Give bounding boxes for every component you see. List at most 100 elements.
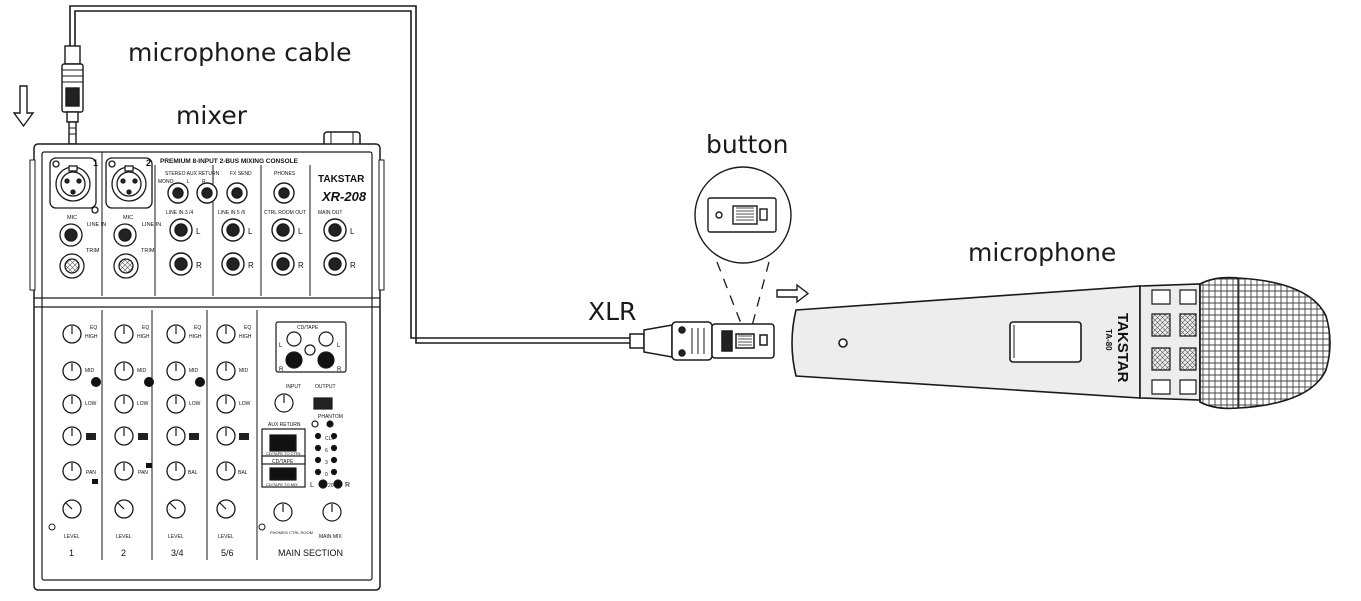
svg-text:MID: MID	[189, 368, 199, 374]
svg-text:MONO: MONO	[158, 179, 174, 185]
svg-text:FX: FX	[241, 434, 247, 439]
svg-text:TA-80: TA-80	[1104, 329, 1113, 351]
svg-text:LINE IN 3 /4: LINE IN 3 /4	[166, 210, 193, 216]
microphone	[791, 276, 1331, 410]
svg-text:MAIN SECTION: MAIN SECTION	[278, 548, 343, 558]
svg-text:R: R	[350, 261, 356, 270]
mixer-label: mixer	[176, 101, 247, 130]
svg-text:R: R	[345, 482, 350, 489]
svg-text:FX: FX	[88, 434, 94, 439]
svg-text:LEVEL: LEVEL	[168, 534, 184, 540]
svg-text:MIC: MIC	[123, 215, 133, 221]
svg-text:FX: FX	[191, 434, 197, 439]
microphone-label: microphone	[968, 238, 1117, 267]
svg-text:5/6: 5/6	[221, 548, 234, 558]
svg-text:EQ: EQ	[90, 325, 97, 331]
svg-text:PHANTOM: PHANTOM	[318, 414, 343, 420]
main-section-labels: CD/TAPE L L R R INPUT OUTPUT PHANTOM AUX…	[266, 325, 350, 540]
svg-text:PAN: PAN	[138, 470, 148, 476]
svg-text:R: R	[196, 261, 202, 270]
svg-text:CD/TAPE TO CTRL: CD/TAPE TO CTRL	[266, 451, 302, 456]
jack-plug	[61, 45, 84, 154]
main-section	[261, 321, 347, 522]
svg-text:L: L	[279, 343, 283, 349]
insert-arrow-icon	[12, 85, 35, 128]
svg-text:MAIN MIX: MAIN MIX	[319, 534, 342, 540]
svg-text:MID: MID	[85, 368, 95, 374]
svg-text:LINE IN: LINE IN	[142, 222, 161, 228]
svg-text:PAN: PAN	[86, 470, 96, 476]
svg-text:2: 2	[121, 548, 126, 558]
svg-text:MID: MID	[239, 368, 249, 374]
level-leds	[48, 523, 266, 531]
svg-text:CTRL ROOM OUT: CTRL ROOM OUT	[264, 210, 306, 216]
strip-dots	[91, 377, 205, 484]
strip-labels: EQ HIGH MID LOW PAN LEVEL EQ HIGH MID LO…	[64, 325, 252, 540]
svg-text:PREMIUM 8-INPUT 2-BUS MIXING: PREMIUM 8-INPUT 2-BUS MIXING CONSOLE	[160, 158, 299, 165]
svg-text:R: R	[202, 179, 206, 185]
svg-text:20: 20	[328, 483, 334, 489]
svg-text:L: L	[350, 227, 355, 236]
svg-text:L: L	[187, 179, 190, 185]
svg-text:PHONES/ CTRL ROOM: PHONES/ CTRL ROOM	[270, 530, 313, 535]
svg-text:XR-208: XR-208	[321, 189, 367, 204]
svg-text:LINE IN 5 /6: LINE IN 5 /6	[218, 210, 245, 216]
ch12-labels: MIC MIC LINE IN LINE IN TRIM TRIM	[67, 215, 161, 254]
top-jacks	[167, 182, 347, 276]
bottom-strip-labels: 1 2 3/4 5/6 MAIN SECTION	[69, 548, 343, 558]
svg-text:3: 3	[325, 460, 328, 466]
button-detail-zoom	[694, 166, 792, 264]
svg-text:LOW: LOW	[239, 401, 251, 407]
svg-text:L: L	[248, 227, 253, 236]
svg-text:BAL: BAL	[188, 470, 198, 476]
right-arrow-icon	[776, 283, 810, 304]
xlr-connector	[629, 321, 775, 361]
svg-text:L: L	[310, 482, 314, 489]
svg-text:AUX RETURN: AUX RETURN	[268, 422, 301, 428]
svg-text:L: L	[298, 227, 303, 236]
svg-text:LOW: LOW	[189, 401, 201, 407]
svg-text:LOW: LOW	[85, 401, 97, 407]
svg-text:1: 1	[93, 158, 98, 168]
svg-text:HIGH: HIGH	[137, 334, 150, 340]
svg-text:L: L	[196, 227, 201, 236]
svg-text:LEVEL: LEVEL	[218, 534, 234, 540]
svg-text:MIC: MIC	[67, 215, 77, 221]
svg-text:TRIM: TRIM	[86, 248, 100, 254]
svg-text:HIGH: HIGH	[239, 334, 252, 340]
svg-text:1: 1	[69, 548, 74, 558]
svg-text:R: R	[248, 261, 254, 270]
svg-text:3/4: 3/4	[171, 548, 184, 558]
svg-text:6: 6	[325, 448, 328, 454]
svg-text:TAKSTAR: TAKSTAR	[318, 174, 365, 185]
svg-text:EQ: EQ	[194, 325, 201, 331]
svg-text:0: 0	[325, 472, 328, 478]
fx-badges	[86, 433, 249, 440]
microphone-cable-label: microphone cable	[128, 38, 352, 67]
svg-text:EQ: EQ	[142, 325, 149, 331]
svg-text:STEREO AUX RETURN: STEREO AUX RETURN	[165, 171, 220, 177]
svg-text:MID: MID	[137, 368, 147, 374]
knob-pointers	[65, 326, 227, 510]
svg-text:EQ: EQ	[244, 325, 251, 331]
zoom-guide	[716, 261, 770, 327]
svg-text:TRIM: TRIM	[141, 248, 155, 254]
svg-text:FX SEND: FX SEND	[230, 171, 252, 177]
microphone-cable	[69, 5, 632, 344]
svg-text:2: 2	[146, 158, 151, 168]
svg-text:FX: FX	[140, 434, 146, 439]
svg-text:CLIP: CLIP	[325, 436, 337, 442]
mixer-brand: TAKSTAR XR-208	[318, 174, 367, 204]
svg-text:HIGH: HIGH	[85, 334, 98, 340]
button-label: button	[706, 130, 789, 159]
ch12-jacks	[59, 206, 139, 279]
svg-text:TAKSTAR: TAKSTAR	[1114, 313, 1131, 383]
top-section-labels: STEREO AUX RETURN MONO L R FX SEND PHONE…	[158, 171, 356, 270]
svg-text:R: R	[279, 367, 284, 373]
combo-input-ch2	[105, 157, 153, 209]
xlr-label: XLR	[588, 297, 637, 326]
svg-text:PHONES: PHONES	[274, 171, 296, 177]
svg-text:CD/TAPE: CD/TAPE	[272, 459, 294, 465]
